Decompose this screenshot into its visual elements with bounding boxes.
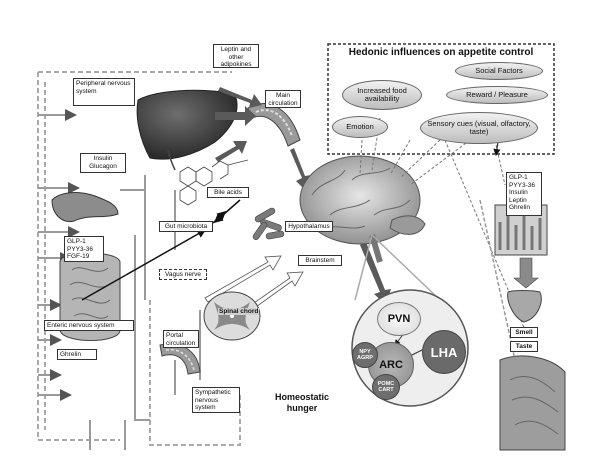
portal-vein-illustration [159,343,201,375]
gut-microbiota-box: Gut microbiota [159,221,213,232]
bacteria-illustration [252,207,285,240]
reward-pleasure-oval: Reward / Pleasure [446,86,548,104]
leptin-box: Leptin and other adipokines [213,44,259,68]
hedonic-box [327,43,555,155]
pancreas-illustration [51,192,119,223]
bile-acid-structure [179,159,249,206]
tongue-illustration [507,290,542,323]
pvn-circle: PVN [377,302,421,336]
sensory-cues-oval: Sensory cues (visual, olfactory, taste) [420,112,538,144]
glp1-insulin-leptin-ghrelin-box: GLP-1 PYY3-36 Insulin Leptin Ghrelin [506,172,542,216]
bile-acids-box: Bile acids [207,187,249,198]
zoom-lines [354,234,441,301]
lha-circle: LHA [422,330,466,374]
throat-arrow [513,257,539,289]
smell-box: Smell [510,327,538,338]
hypothalamus-box: Hypothalamus [285,221,333,232]
glp1-pyy-fgf19-box: GLP-1 PYY3-36 FGF-19 [64,236,104,262]
food-availability-oval: Increased food availability [342,80,422,110]
gray-connectors [38,109,201,450]
pomc-cart-circle: POMC CART [372,374,400,400]
nasal-illustration [499,355,566,451]
insulin-glucagon-box: Insulin Glucagon [80,153,126,173]
brainstem-box: Brainstem [298,255,342,266]
ghrelin-box: Ghrelin [57,349,97,360]
npy-agrp-circle: NPY AGRP [352,342,378,368]
peripheral-frame [37,71,241,446]
sympathetic-nervous-system-box: Sympathetic nervous system [192,387,240,413]
right-link-line [479,199,516,361]
social-factors-oval: Social Factors [455,62,543,80]
homeostatic-hunger-label: Homeostatic hunger [274,392,329,413]
vagus-nerve-box: Vagus nerve [159,269,207,280]
main-circulation-box: Main circulation [265,90,301,108]
liver-illustration [136,89,238,160]
hedonic-title: Hedonic influences on appetite control [348,47,534,58]
spinal-chord-label: Spinal chord [218,308,260,315]
portal-circulation-box: Portal circulation [163,330,199,348]
taste-box: Taste [510,341,538,352]
enteric-nervous-system-box: Enteric nervous system [44,320,134,331]
emotion-oval: Emotion [332,116,388,138]
vessel-illustration [247,103,301,147]
spinal-cord-illustration [203,291,261,341]
peripheral-nervous-system-box: Peripheral nervous system [73,78,135,106]
